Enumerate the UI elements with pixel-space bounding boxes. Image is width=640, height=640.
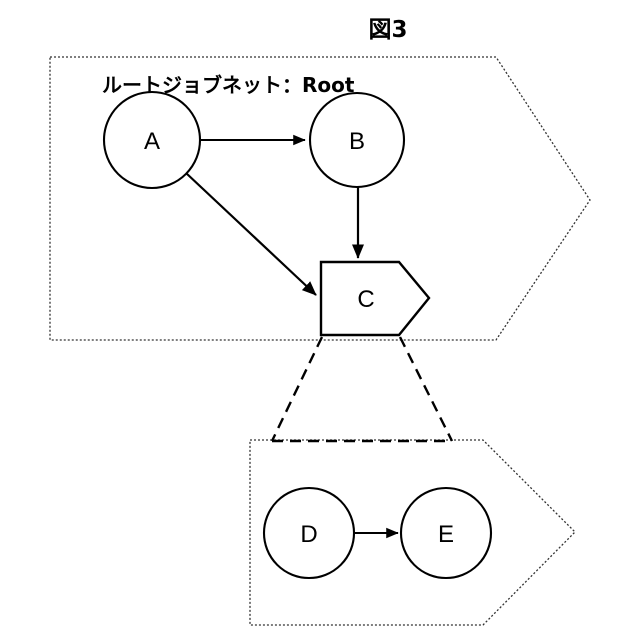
node-b[interactable]: B [308,91,406,189]
node-b-shape [308,91,406,189]
node-b-label: B [349,128,365,155]
edge-a-to-c [185,172,317,296]
node-d[interactable]: D [262,486,356,580]
node-e-label: E [438,521,454,548]
node-c[interactable]: C [319,260,431,337]
drilldown-line-right [398,336,454,442]
node-a[interactable]: A [102,90,202,190]
node-a-label: A [144,128,160,155]
node-d-shape [262,486,356,580]
drilldown-line-left [270,336,324,442]
figure-title: 図3 [368,17,407,43]
node-c-label: C [357,286,374,313]
node-a-shape [102,90,202,190]
node-e[interactable]: E [399,486,493,580]
node-e-shape [399,486,493,580]
node-c-shape [319,260,431,337]
node-d-label: D [300,521,317,548]
